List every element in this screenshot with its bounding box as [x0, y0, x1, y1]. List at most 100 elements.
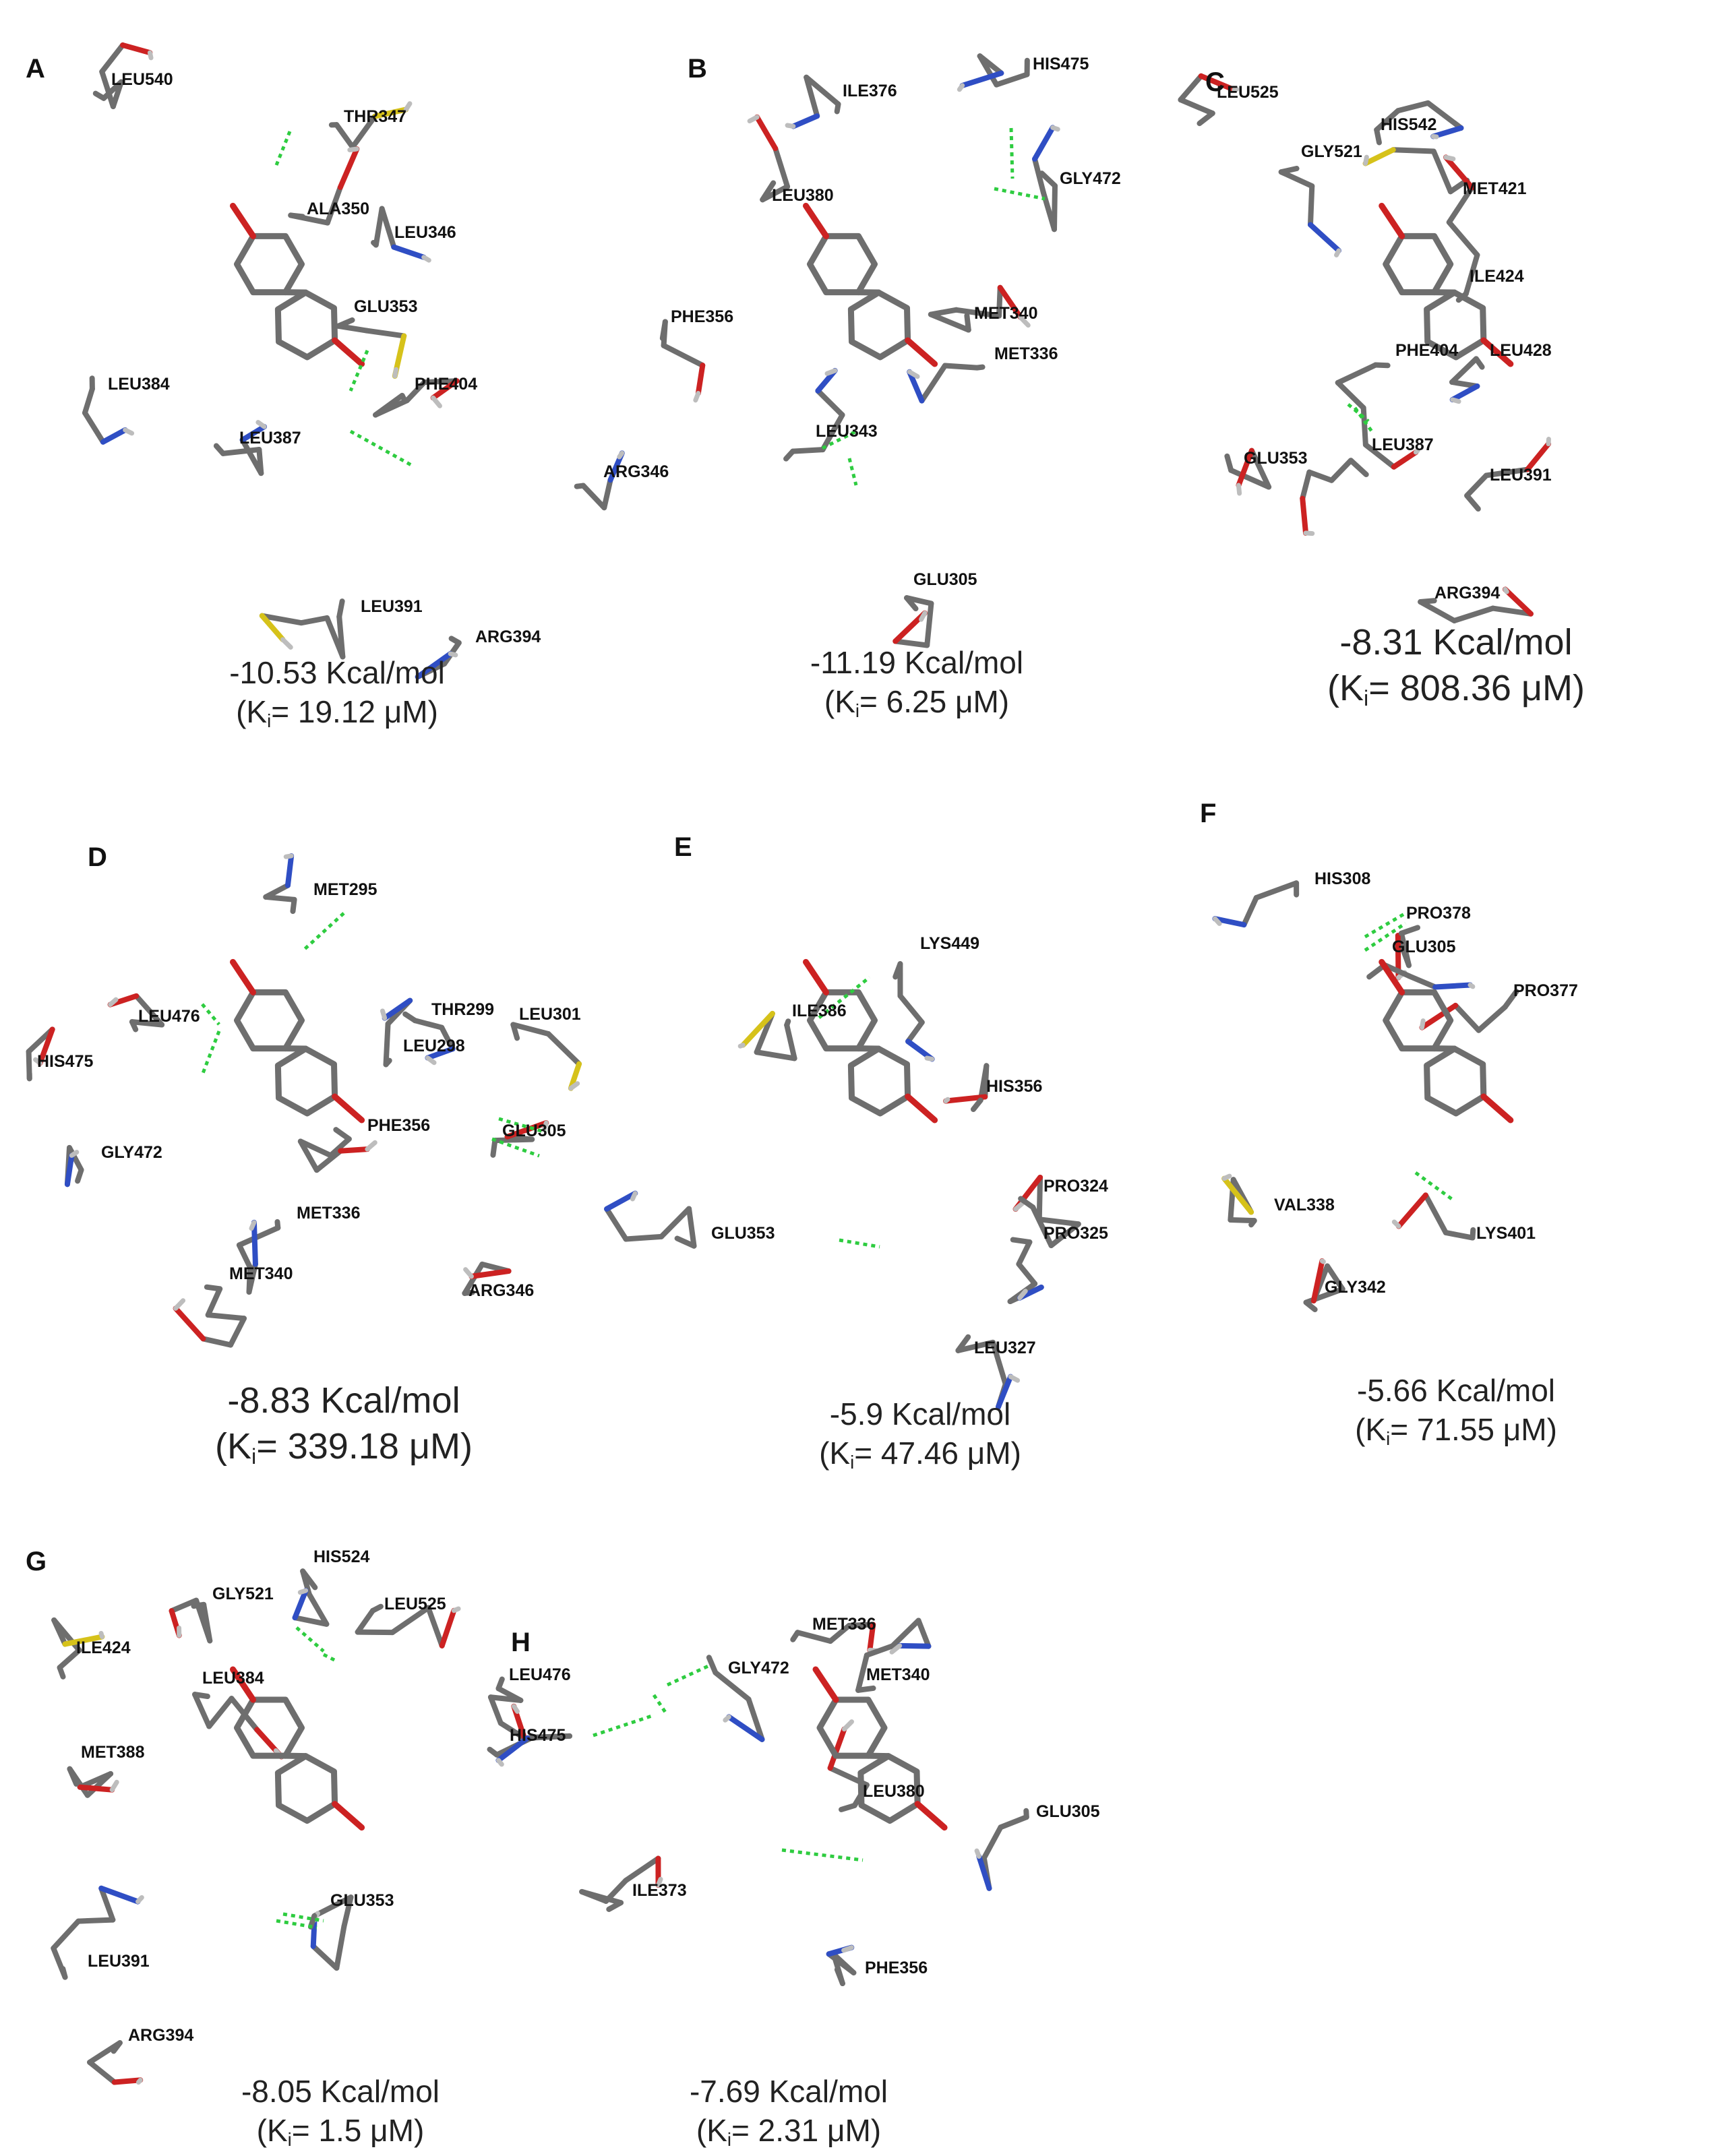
ligand-ring: [234, 989, 305, 1052]
residue-label: GLU305: [913, 570, 977, 589]
residue-label: MET295: [313, 880, 377, 899]
residue-sticks-phe356: [297, 1127, 377, 1173]
residue-label: LEU301: [519, 1005, 581, 1024]
residue-sticks-pro325: [1007, 1237, 1044, 1305]
residue-sticks-leu540: [92, 42, 154, 109]
residue-sticks-leu346: [371, 206, 431, 263]
binding-energy-block: -8.05 Kcal/mol(Ki= 1.5 μM): [241, 2072, 440, 2151]
ligand-ring: [234, 233, 305, 296]
ligand-hydroxyl: [1480, 337, 1514, 367]
residue-sticks-his524: [292, 1568, 330, 1627]
ki-prefix: (K: [256, 2112, 288, 2148]
ki-prefix: (K: [215, 1425, 251, 1467]
residue-sticks-ile424: [51, 1617, 105, 1680]
residue-label: MET340: [229, 1264, 293, 1283]
residue-sticks-glu353: [1224, 448, 1272, 496]
hydrogen-bond: [839, 1238, 880, 1249]
ligand-ring: [807, 233, 878, 296]
residue-label: GLY472: [728, 1659, 789, 1677]
residue-label: HIS542: [1381, 115, 1437, 134]
residue-label: MET388: [81, 1743, 145, 1762]
residue-label: LEU387: [1372, 435, 1434, 454]
panel-letter: E: [674, 832, 692, 862]
residue-label: GLU305: [1036, 1802, 1100, 1821]
residue-sticks-his475: [487, 1733, 573, 1767]
residue-label: LEU428: [1490, 341, 1552, 360]
residue-sticks-arg346: [574, 450, 625, 511]
residue-sticks-leu476: [107, 993, 165, 1033]
inhibition-constant: (Ki= 71.55 μM): [1355, 1411, 1557, 1450]
ki-subscript: i: [727, 2128, 732, 2150]
hydrogen-bond: [498, 1117, 547, 1134]
ligand-ring: [274, 289, 338, 361]
residue-label: LEU476: [509, 1665, 571, 1684]
ligand-ring: [847, 1045, 911, 1117]
residue-label: HIS524: [313, 1547, 370, 1566]
residue-label: MET336: [994, 344, 1058, 363]
residue-label: ILE386: [792, 1002, 847, 1020]
ligand-ring: [1424, 289, 1487, 361]
binding-energy: -5.9 Kcal/mol: [829, 1396, 1011, 1431]
residue-label: ARG346: [468, 1281, 535, 1300]
ligand-ring: [274, 1753, 338, 1824]
ki-value: = 19.12 μM): [271, 694, 438, 729]
panel-letter: D: [88, 842, 107, 872]
residue-sticks-lys401: [1391, 1192, 1476, 1241]
structure-view-e: [604, 958, 1081, 1410]
residue-sticks-leu391: [51, 1885, 144, 1980]
binding-energy: -7.69 Kcal/mol: [689, 2074, 888, 2109]
residue-sticks-thr347: [328, 101, 413, 150]
hydrogen-bond: [781, 1848, 864, 1862]
residue-sticks-gly472: [64, 1144, 84, 1188]
hydrogen-bond: [818, 976, 871, 1019]
ligand-hydroxyl: [812, 1666, 839, 1703]
residue-sticks-his308: [1212, 880, 1300, 928]
ligand-hydroxyl: [905, 1093, 938, 1123]
structure-view-f: [1212, 880, 1519, 1313]
residue-sticks-arg394: [415, 636, 462, 680]
ki-prefix: (K: [1355, 1411, 1387, 1447]
residue-sticks-glu353: [335, 317, 407, 379]
residue-sticks-phe404: [373, 378, 460, 418]
residue-label: GLU353: [354, 297, 418, 316]
residue-sticks-ile373: [579, 1855, 663, 1912]
residue-sticks-phe356: [826, 1944, 857, 1987]
residue-label: HIS308: [1314, 869, 1371, 888]
ki-prefix: (K: [824, 683, 855, 719]
residue-sticks-leu384: [82, 375, 135, 445]
residue-sticks-pro377: [1419, 989, 1519, 1033]
residue-label: LEU298: [403, 1037, 465, 1055]
hydrogen-bond: [349, 429, 413, 467]
structure-view-a: [82, 42, 462, 680]
residue-sticks-ile424: [1443, 154, 1480, 303]
residue-sticks-leu298: [380, 997, 413, 1068]
ligand-hydroxyl: [332, 1801, 365, 1831]
ligand-hydroxyl: [230, 1666, 256, 1703]
inhibition-constant: (Ki= 808.36 μM): [1327, 666, 1585, 712]
ligand-hydroxyl: [230, 958, 256, 995]
residue-sticks-met421: [1362, 147, 1470, 195]
residue-sticks-pro324: [1012, 1174, 1081, 1249]
residue-label: GLY472: [101, 1143, 162, 1162]
residue-label: MET336: [812, 1615, 876, 1634]
residue-label: GLY521: [212, 1584, 274, 1603]
residue-label: LEU384: [108, 375, 170, 394]
ligand-ring: [1424, 1045, 1487, 1117]
ki-subscript: i: [267, 710, 272, 731]
residue-sticks-leu525: [1178, 73, 1240, 127]
residue-sticks-met336: [907, 363, 986, 404]
inhibition-constant: (Ki= 19.12 μM): [229, 693, 445, 733]
ligand-hydroxyl: [332, 1093, 365, 1123]
residue-sticks-glu305: [490, 1120, 549, 1158]
residue-sticks-his475: [26, 1026, 55, 1082]
ligand-hydroxyl: [803, 202, 829, 239]
residue-sticks-arg394: [87, 2040, 144, 2085]
hydrogen-bond: [282, 1912, 324, 1923]
residue-sticks-leu327: [955, 1334, 1021, 1410]
